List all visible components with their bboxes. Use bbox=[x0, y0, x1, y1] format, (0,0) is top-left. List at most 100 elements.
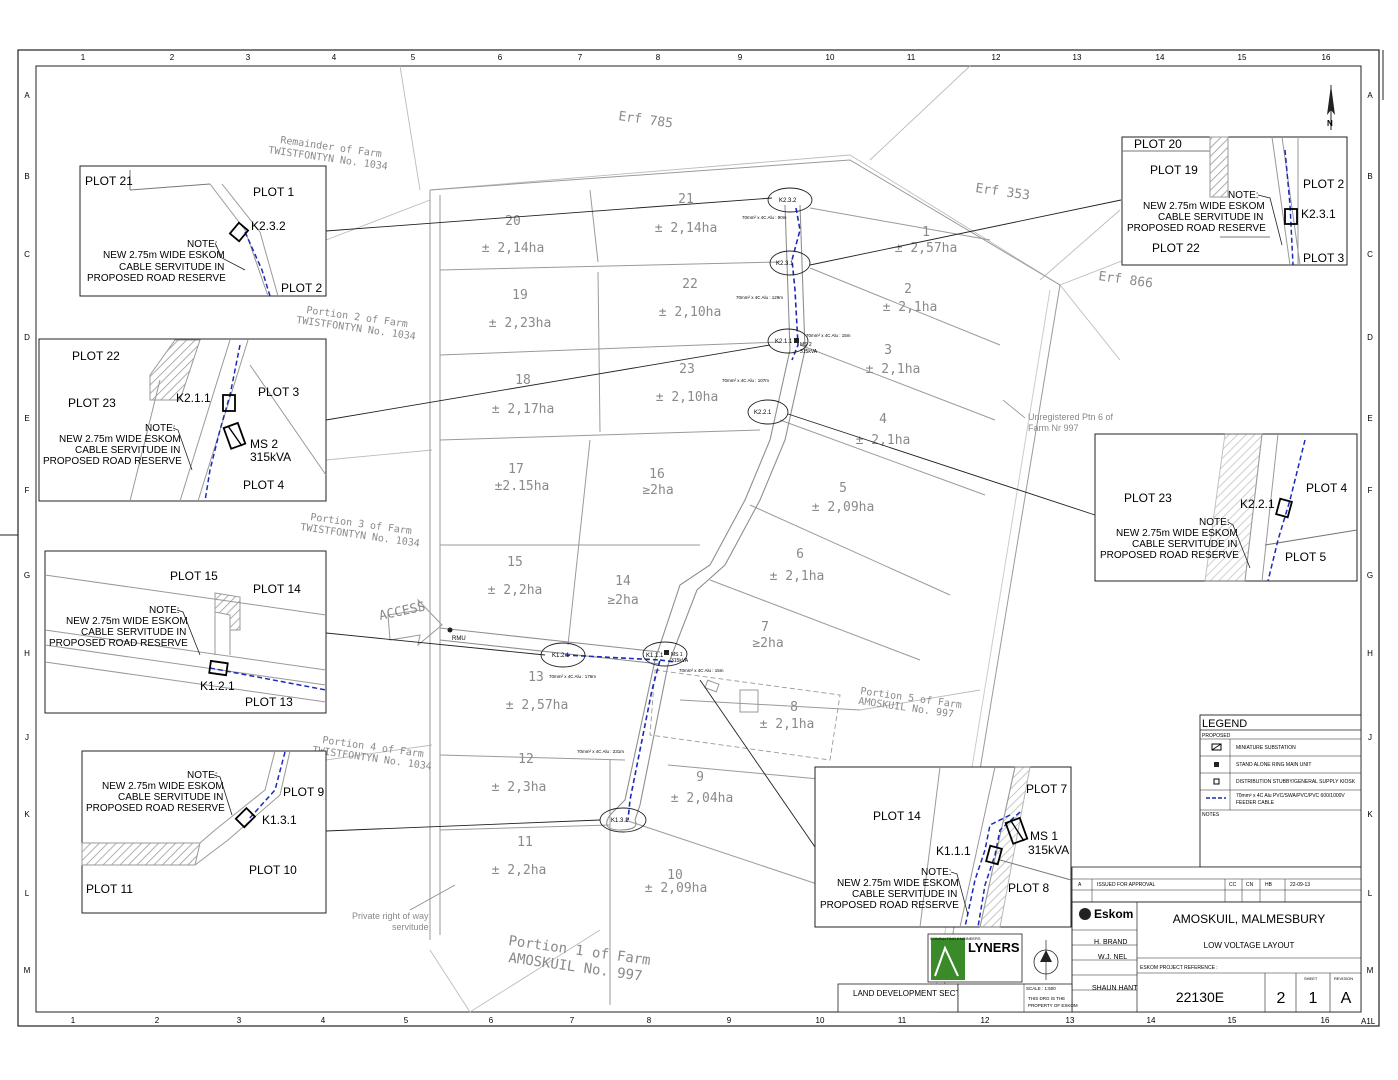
grid-row-left-L: L bbox=[25, 889, 30, 898]
plot-label-11: 11± 2,2ha bbox=[492, 835, 547, 878]
grid-col-top-12: 12 bbox=[992, 53, 1001, 62]
svg-text:CABLE SERVITUDE IN: CABLE SERVITUDE IN bbox=[75, 445, 180, 456]
svg-text:K2.1.1: K2.1.1 bbox=[775, 339, 793, 345]
svg-text:THIS DRG IS THE: THIS DRG IS THE bbox=[1028, 996, 1065, 1001]
svg-text:PROPOSED ROAD RESERVE: PROPOSED ROAD RESERVE bbox=[1127, 223, 1266, 234]
svg-text:PLOT 10: PLOT 10 bbox=[249, 863, 297, 877]
grid-row-right-F: F bbox=[1368, 486, 1373, 495]
svg-text:± 2,14ha: ± 2,14ha bbox=[655, 221, 718, 236]
grid-col-bottom-12: 12 bbox=[981, 1016, 990, 1025]
svg-text:PLOT 9: PLOT 9 bbox=[283, 785, 324, 799]
svg-text:NOTE:: NOTE: bbox=[921, 867, 952, 878]
grid-col-top-16: 16 bbox=[1322, 53, 1331, 62]
svg-text:PLOT 7: PLOT 7 bbox=[1026, 782, 1067, 796]
inset-k1-2-1: PLOT 15 PLOT 14 PLOT 13 K1.2.1 NOTE: NEW… bbox=[44, 550, 327, 714]
svg-text:8: 8 bbox=[790, 700, 798, 715]
plot-label-19: 19 ± 2,23ha bbox=[489, 288, 552, 331]
kiosk-k231: K2.3.1 bbox=[769, 250, 811, 276]
grid-col-top-7: 7 bbox=[578, 53, 583, 62]
plot-label-7: 7≥2ha bbox=[752, 620, 783, 651]
grid-col-bottom-16: 16 bbox=[1321, 1016, 1330, 1025]
svg-text:1: 1 bbox=[922, 225, 930, 240]
kiosk-k221: K2.2.1 bbox=[747, 399, 789, 425]
grid-col-top-1: 1 bbox=[81, 53, 86, 62]
sheet-size-label: A1L bbox=[1361, 1017, 1376, 1026]
svg-text:± 2,23ha: ± 2,23ha bbox=[489, 316, 552, 331]
svg-text:LAND DEVELOPMENT SECTION: LAND DEVELOPMENT SECTION bbox=[853, 989, 975, 998]
grid-col-bottom-10: 10 bbox=[816, 1016, 825, 1025]
svg-text:K2.3.1: K2.3.1 bbox=[1301, 207, 1336, 221]
grid-col-top-13: 13 bbox=[1073, 53, 1082, 62]
svg-text:≥2ha: ≥2ha bbox=[607, 593, 638, 608]
svg-text:NOTE:: NOTE: bbox=[1228, 190, 1259, 201]
plot-label-18: 18± 2,17ha bbox=[492, 373, 555, 417]
svg-text:NEW 2.75m WIDE ESKOM: NEW 2.75m WIDE ESKOM bbox=[1143, 201, 1265, 212]
svg-text:19: 19 bbox=[512, 288, 528, 303]
sheet-frame bbox=[0, 49, 1384, 1027]
svg-text:PLOT 5: PLOT 5 bbox=[1285, 550, 1326, 564]
svg-text:± 2,1ha: ± 2,1ha bbox=[770, 569, 825, 584]
site-layout bbox=[429, 159, 1061, 1013]
drawing-subtitle: LOW VOLTAGE LAYOUT bbox=[1204, 941, 1295, 950]
grid-row-left-A: A bbox=[24, 91, 30, 100]
svg-text:± 2,57ha: ± 2,57ha bbox=[895, 241, 958, 256]
svg-text:± 2,09ha: ± 2,09ha bbox=[645, 881, 708, 896]
drawing-number: 22130E bbox=[1176, 989, 1224, 1005]
svg-text:NEW 2.75m WIDE ESKOM: NEW 2.75m WIDE ESKOM bbox=[1116, 528, 1238, 539]
svg-text:K1.1.1: K1.1.1 bbox=[646, 653, 664, 659]
svg-text:CABLE SERVITUDE IN: CABLE SERVITUDE IN bbox=[119, 262, 224, 273]
svg-text:ESKOM PROJECT REFERENCE :: ESKOM PROJECT REFERENCE : bbox=[1140, 965, 1218, 971]
svg-text:K2.2.1: K2.2.1 bbox=[754, 410, 772, 416]
svg-text:PROPOSED ROAD RESERVE: PROPOSED ROAD RESERVE bbox=[1100, 550, 1239, 561]
grid-col-top-5: 5 bbox=[411, 53, 416, 62]
svg-text:NOTE:: NOTE: bbox=[187, 239, 218, 250]
grid-row-right-J: J bbox=[1368, 733, 1372, 742]
plot-label-17: 17±2.15ha bbox=[495, 462, 550, 494]
svg-text:5: 5 bbox=[839, 481, 847, 496]
grid-row-right-C: C bbox=[1367, 250, 1373, 259]
grid-col-bottom-5: 5 bbox=[404, 1016, 409, 1025]
svg-text:PLOT 14: PLOT 14 bbox=[253, 582, 301, 596]
svg-text:16: 16 bbox=[649, 467, 665, 482]
plot-label-3: 3± 2,1ha bbox=[866, 343, 921, 377]
grid-col-top-11: 11 bbox=[907, 53, 916, 62]
grid-row-left-K: K bbox=[24, 810, 30, 819]
grid-col-bottom-3: 3 bbox=[237, 1016, 242, 1025]
svg-text:PROPOSED ROAD RESERVE: PROPOSED ROAD RESERVE bbox=[86, 803, 225, 814]
svg-text:PLOT 22: PLOT 22 bbox=[72, 349, 120, 363]
svg-text:315kVA: 315kVA bbox=[800, 349, 818, 355]
grid-row-left-D: D bbox=[24, 333, 30, 342]
svg-text:≥2ha: ≥2ha bbox=[752, 636, 783, 651]
svg-text:DISTRIBUTION STUBBY/GENERAL SU: DISTRIBUTION STUBBY/GENERAL SUPPLY KIOSK bbox=[1236, 779, 1356, 785]
svg-text:± 2,1ha: ± 2,1ha bbox=[856, 433, 911, 448]
svg-text:A: A bbox=[1078, 882, 1082, 888]
svg-text:± 2,1ha: ± 2,1ha bbox=[866, 362, 921, 377]
svg-text:70mm² x 4C Alu : 129m: 70mm² x 4C Alu : 129m bbox=[736, 295, 783, 300]
grid-row-right-M: M bbox=[1367, 966, 1374, 975]
svg-text:NEW 2.75m WIDE ESKOM: NEW 2.75m WIDE ESKOM bbox=[66, 616, 188, 627]
svg-text:±2.15ha: ±2.15ha bbox=[495, 479, 550, 494]
grid-col-bottom-8: 8 bbox=[647, 1016, 652, 1025]
svg-text:PLOT 14: PLOT 14 bbox=[873, 809, 921, 823]
inset-leader-lines bbox=[325, 197, 1122, 848]
svg-text:PLOT 1: PLOT 1 bbox=[253, 185, 294, 199]
grid-col-bottom-2: 2 bbox=[155, 1016, 160, 1025]
svg-text:Private right of way: Private right of way bbox=[352, 911, 429, 921]
eskom-logo: Eskom bbox=[1079, 907, 1133, 921]
kiosk-markers: K2.3.2 K2.3.1 K2.1.1 K2.2.1 K1.2.1 K1.1.… bbox=[540, 187, 813, 833]
svg-text:13: 13 bbox=[528, 670, 544, 685]
grid-row-left-G: G bbox=[24, 571, 30, 580]
plot-label-2: 2± 2,1ha bbox=[883, 282, 938, 315]
svg-text:MS 1: MS 1 bbox=[1030, 829, 1058, 843]
svg-text:PLOT 23: PLOT 23 bbox=[1124, 491, 1172, 505]
grid-row-left-H: H bbox=[24, 649, 30, 658]
svg-text:K2.3.1: K2.3.1 bbox=[776, 261, 794, 267]
svg-text:PLOT 4: PLOT 4 bbox=[1306, 481, 1347, 495]
plot-label-1: 1± 2,57ha bbox=[895, 225, 958, 256]
svg-text:PLOT 3: PLOT 3 bbox=[1303, 251, 1344, 265]
